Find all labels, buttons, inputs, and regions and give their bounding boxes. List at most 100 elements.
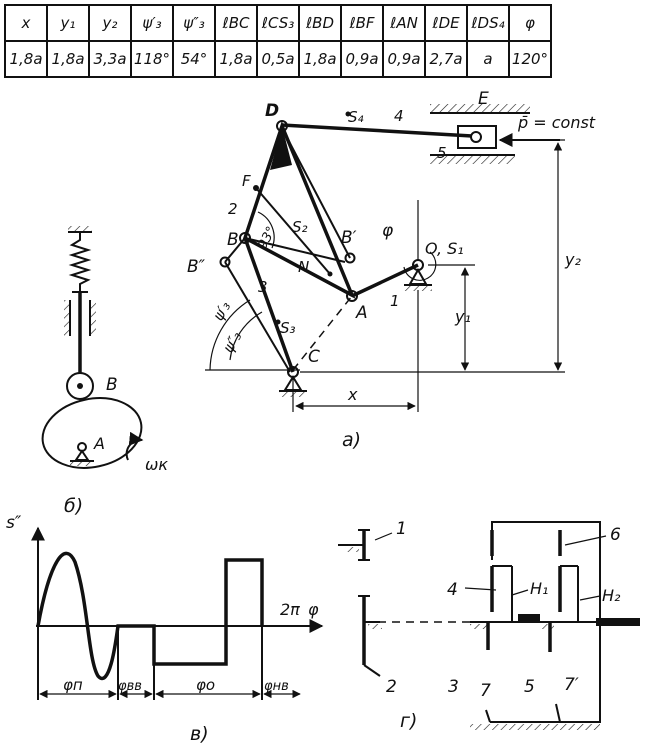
line-B2-C (224, 261, 291, 373)
line-B-A (244, 237, 353, 297)
bearing-5-hatch (540, 624, 554, 629)
parameter-table: x y₁ y₂ ψ′₃ ψ″₃ ℓBC ℓCS₃ ℓBD ℓBF ℓAN ℓDE… (4, 4, 552, 78)
label-slider5: 5 (437, 144, 447, 162)
cell-value: 54° (172, 40, 216, 78)
col-header: ℓBF (340, 4, 384, 42)
label-A: A (355, 303, 368, 323)
label-H2: H₂ (602, 586, 621, 605)
caption-b: б) (64, 495, 83, 517)
figure-g-gears: 1 2 3 4 5 6 7 7′ H₁ H₂ г) (338, 519, 640, 732)
cam-support (74, 449, 90, 461)
label-gear-5: 5 (524, 677, 535, 697)
output-shaft (596, 618, 640, 626)
label-phi-o: φо (196, 676, 215, 694)
label-B2: B″ (187, 257, 206, 277)
label-s2: s″ (6, 513, 22, 533)
col-header: ℓAN (382, 4, 426, 42)
guide-right-hatch (90, 300, 96, 336)
label-force: p̄ = const (517, 113, 596, 132)
label-psi2: ψ″₃ (219, 328, 245, 356)
label-link2: 2 (228, 200, 238, 218)
bearing-3-hatch (470, 624, 488, 629)
caption-a: a) (342, 429, 361, 451)
col-header: ℓBD (298, 4, 342, 42)
cell-value: 118° (130, 40, 174, 78)
label-C: C (308, 347, 320, 367)
link-3 (243, 237, 295, 373)
guide-left-hatch (64, 300, 70, 336)
dashed-C-A (292, 295, 353, 371)
label-gear-1: 1 (396, 519, 407, 539)
col-header: ℓDE (424, 4, 468, 42)
guide-bottom-hatch (430, 155, 515, 164)
point-F (253, 185, 259, 191)
omega-arrow (125, 431, 144, 461)
pivot-O-hatch (404, 285, 432, 291)
col-header: ℓBC (214, 4, 258, 42)
col-header: ψ″₃ (172, 4, 216, 42)
label-gear-6: 6 (610, 525, 621, 545)
bearing-1-hatch (345, 547, 359, 552)
ring-ground-hatch (470, 724, 600, 730)
line-B-Bprime (244, 237, 346, 263)
cell-value: a (466, 40, 510, 78)
roller-pin (77, 383, 83, 389)
label-phi-axis: φ (308, 600, 319, 619)
col-header: x (4, 4, 48, 42)
label-O: O, S₁ (425, 239, 464, 258)
figure-v-diagram: s″ 2π φ φп φвв φо φнв в) (6, 513, 324, 745)
caption-g: г) (400, 710, 417, 732)
label-D: D (265, 101, 279, 121)
label-N: N (298, 258, 309, 276)
leader-1 (374, 532, 393, 541)
label-phi-nv: φнв (264, 679, 289, 694)
joint-B2 (219, 256, 231, 268)
label-gear-3: 3 (448, 677, 459, 697)
table-header-row: x y₁ y₂ ψ′₃ ψ″₃ ℓBC ℓCS₃ ℓBD ℓBF ℓAN ℓDE… (4, 4, 552, 42)
roller (66, 372, 94, 400)
pivot-O-support (408, 267, 428, 285)
leader-H2 (579, 595, 601, 601)
crank-1 (351, 263, 419, 298)
bearing-2-hatch (368, 624, 382, 629)
gear-2-leader (363, 664, 381, 677)
spring-top-hatch (68, 226, 92, 232)
label-gear-7: 7 (480, 681, 491, 701)
label-F: F (242, 172, 251, 190)
cell-value: 1,8a (298, 40, 342, 78)
col-header: ψ′₃ (130, 4, 174, 42)
arc-psi2 (209, 299, 251, 371)
arc-phi (403, 251, 437, 281)
joint-E (470, 131, 482, 143)
cell-value: 3,3a (88, 40, 132, 78)
label-A-cam: A (93, 434, 105, 453)
caption-v: в) (190, 723, 209, 745)
label-B: B (227, 230, 239, 250)
col-header: φ (508, 4, 552, 42)
label-phi: φ (382, 221, 394, 241)
label-S4: S₄ (348, 108, 364, 126)
line-F-N (255, 187, 331, 275)
label-psi1: ψ′₃ (209, 298, 234, 324)
arc-93 (257, 211, 275, 249)
point-S3 (275, 319, 281, 325)
guide-top-hatch (430, 104, 530, 113)
joint-A (346, 290, 358, 302)
label-phi-vv: φвв (118, 679, 142, 694)
label-B-cam: B (106, 375, 118, 395)
table-value-row: 1,8a 1,8a 3,3a 118° 54° 1,8a 0,5a 1,8a 0… (4, 40, 552, 78)
cell-value: 1,8a (46, 40, 90, 78)
spring (68, 232, 92, 292)
carrier-1-block (518, 614, 540, 622)
joint-B (239, 232, 251, 244)
label-link1: 1 (390, 292, 400, 310)
col-header: y₂ (88, 4, 132, 42)
cam-ground-hatch (70, 461, 94, 466)
label-gear-2: 2 (386, 677, 397, 697)
label-93: 93° (255, 224, 279, 251)
leader-H1 (511, 589, 529, 596)
label-link3: 3 (258, 278, 268, 296)
cell-value: 0,9a (382, 40, 426, 78)
slider-5 (457, 125, 497, 149)
